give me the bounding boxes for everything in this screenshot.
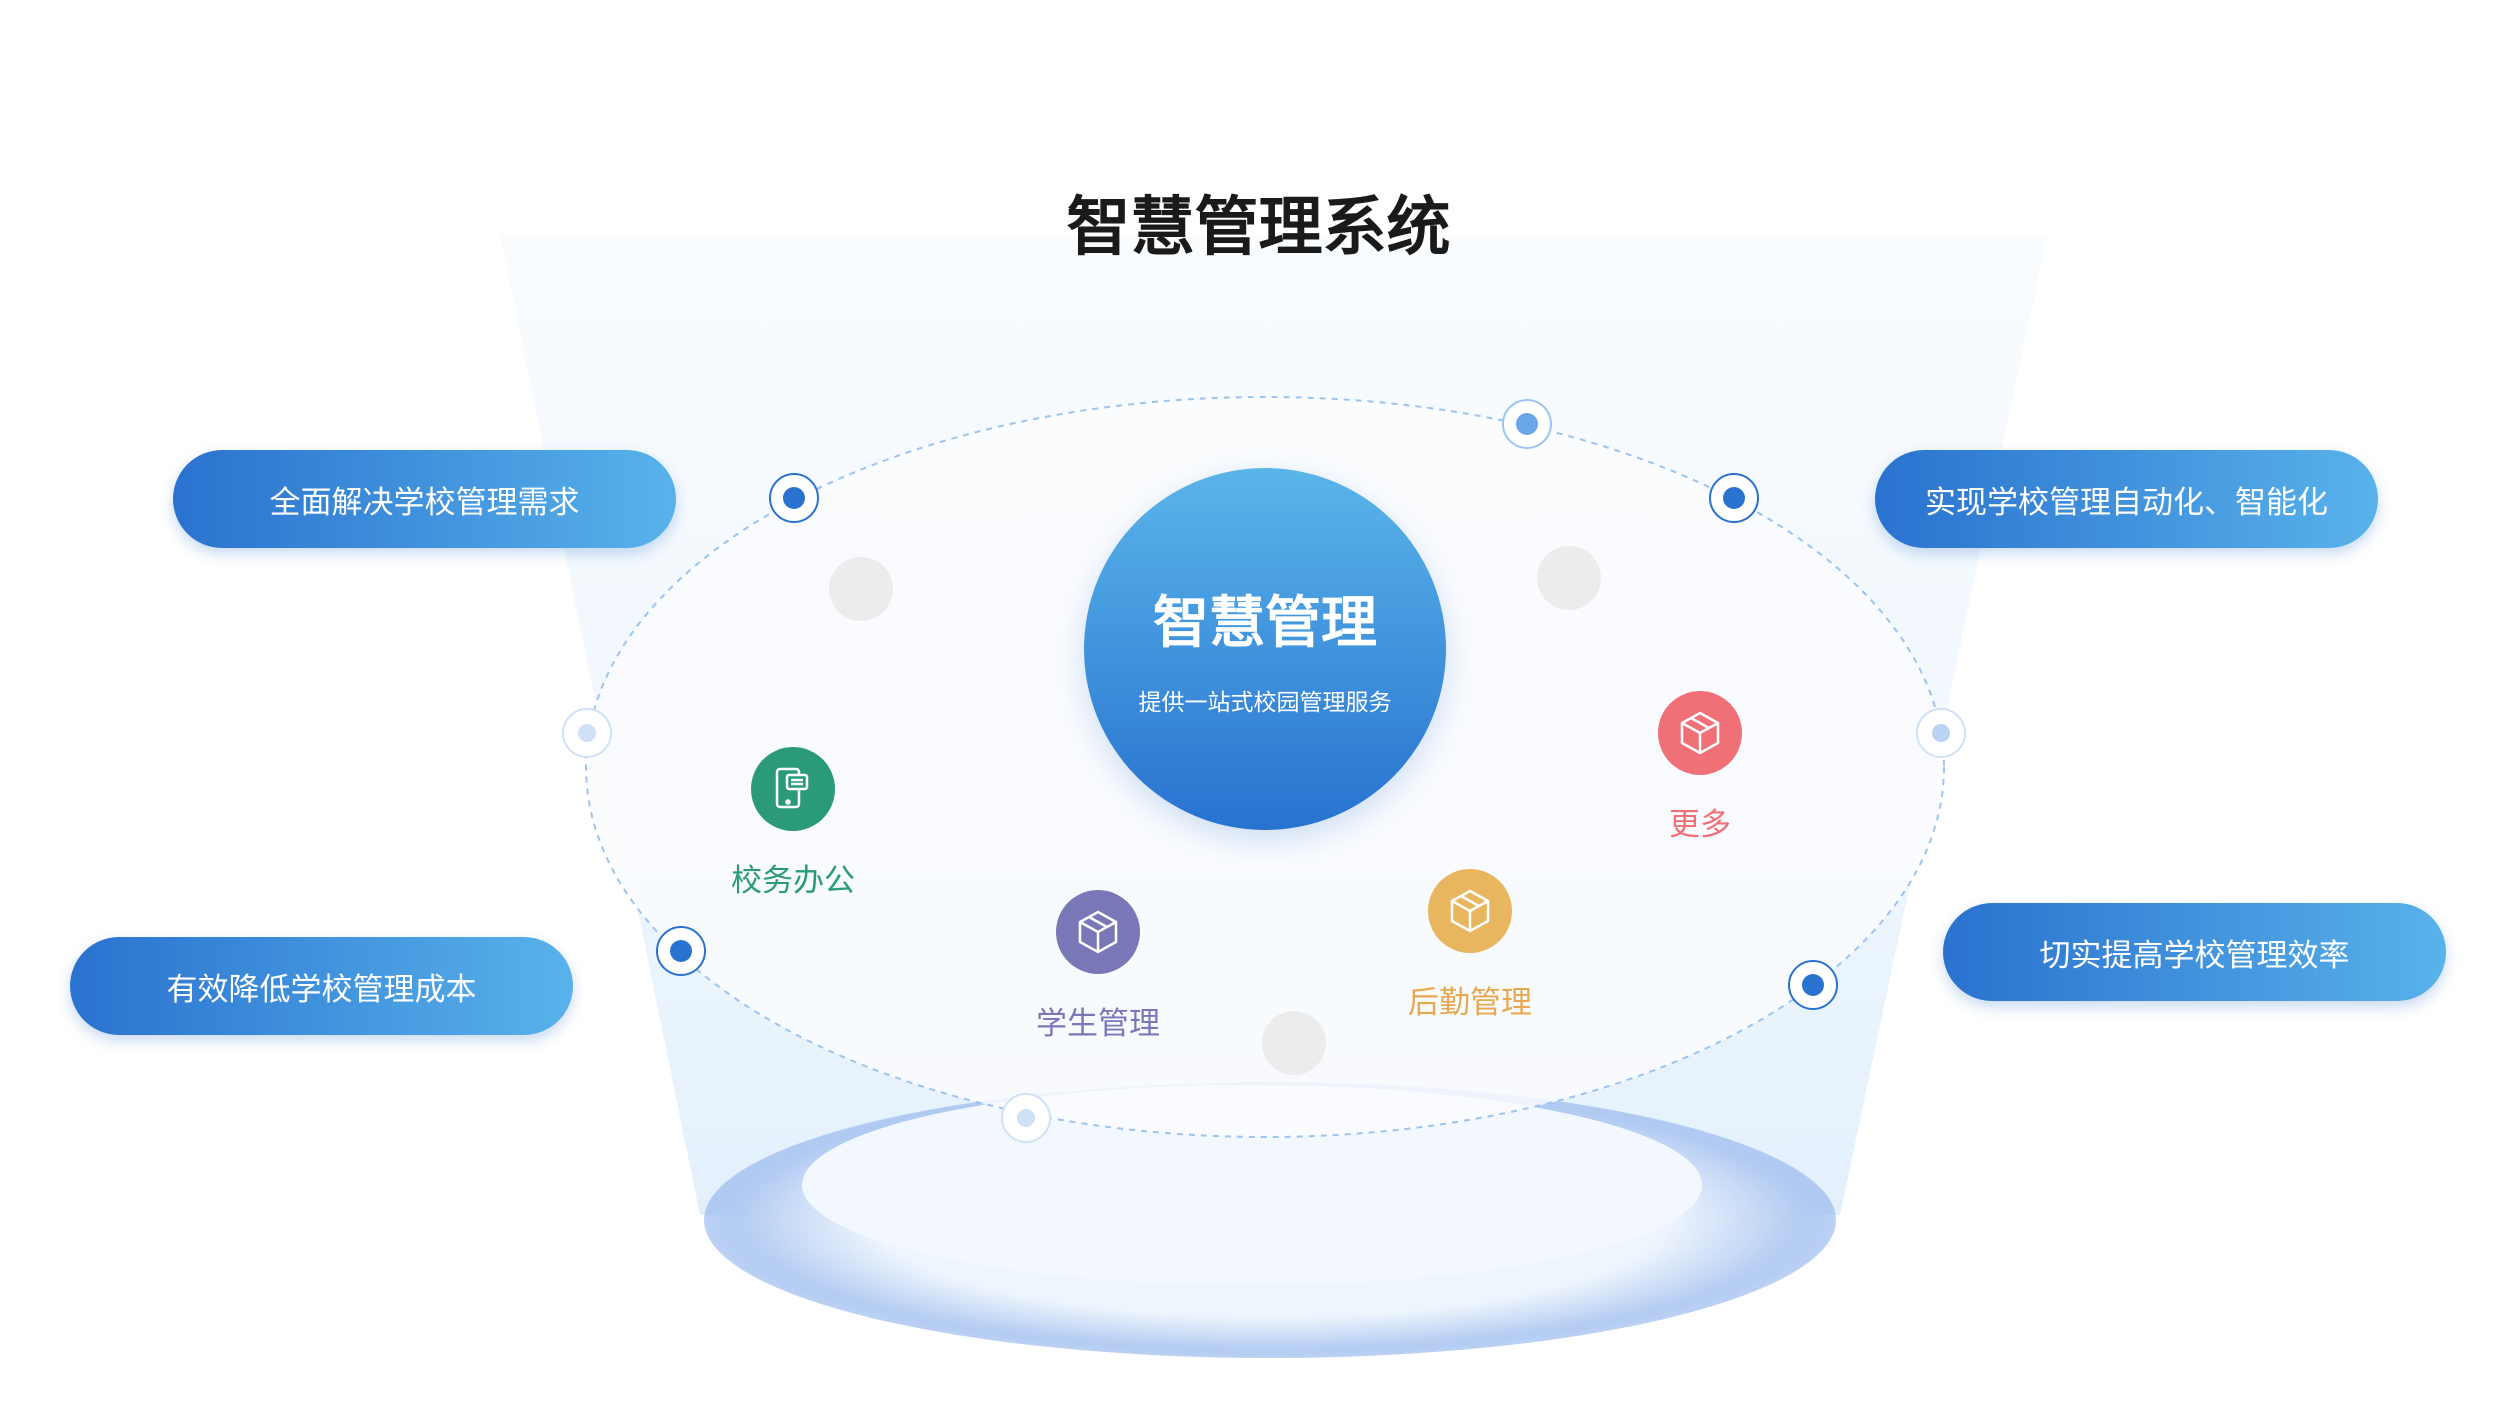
box-icon <box>1056 890 1140 974</box>
pill-right-bottom: 切实提高学校管理效率 <box>1943 903 2446 1001</box>
core-circle: 智慧管理 提供一站式校园管理服务 <box>1084 468 1446 830</box>
core-subtitle: 提供一站式校园管理服务 <box>1138 690 1392 716</box>
page-title: 智慧管理系统 <box>1066 191 1451 265</box>
pill-right-top: 实现学校管理自动化、智能化 <box>1875 450 2378 548</box>
module-office[interactable]: 校务办公 <box>683 747 903 900</box>
module-label: 后勤管理 <box>1408 985 1532 1021</box>
module-label: 更多 <box>1669 807 1731 843</box>
pill-left-bottom: 有效降低学校管理成本 <box>70 937 573 1035</box>
orbit-nodes <box>562 399 1966 1143</box>
box-icon <box>1658 691 1742 775</box>
pill-left-top: 全面解决学校管理需求 <box>173 450 676 548</box>
module-logistics[interactable]: 后勤管理 <box>1360 869 1580 1022</box>
module-more[interactable]: 更多 <box>1590 691 1810 844</box>
module-students[interactable]: 学生管理 <box>988 890 1208 1043</box>
module-label: 校务办公 <box>731 863 855 899</box>
module-label: 学生管理 <box>1036 1006 1160 1042</box>
phone-message-icon <box>751 747 835 831</box>
core-title: 智慧管理 <box>1153 591 1377 656</box>
box-icon <box>1428 869 1512 953</box>
gray-bubbles <box>829 546 1601 1075</box>
